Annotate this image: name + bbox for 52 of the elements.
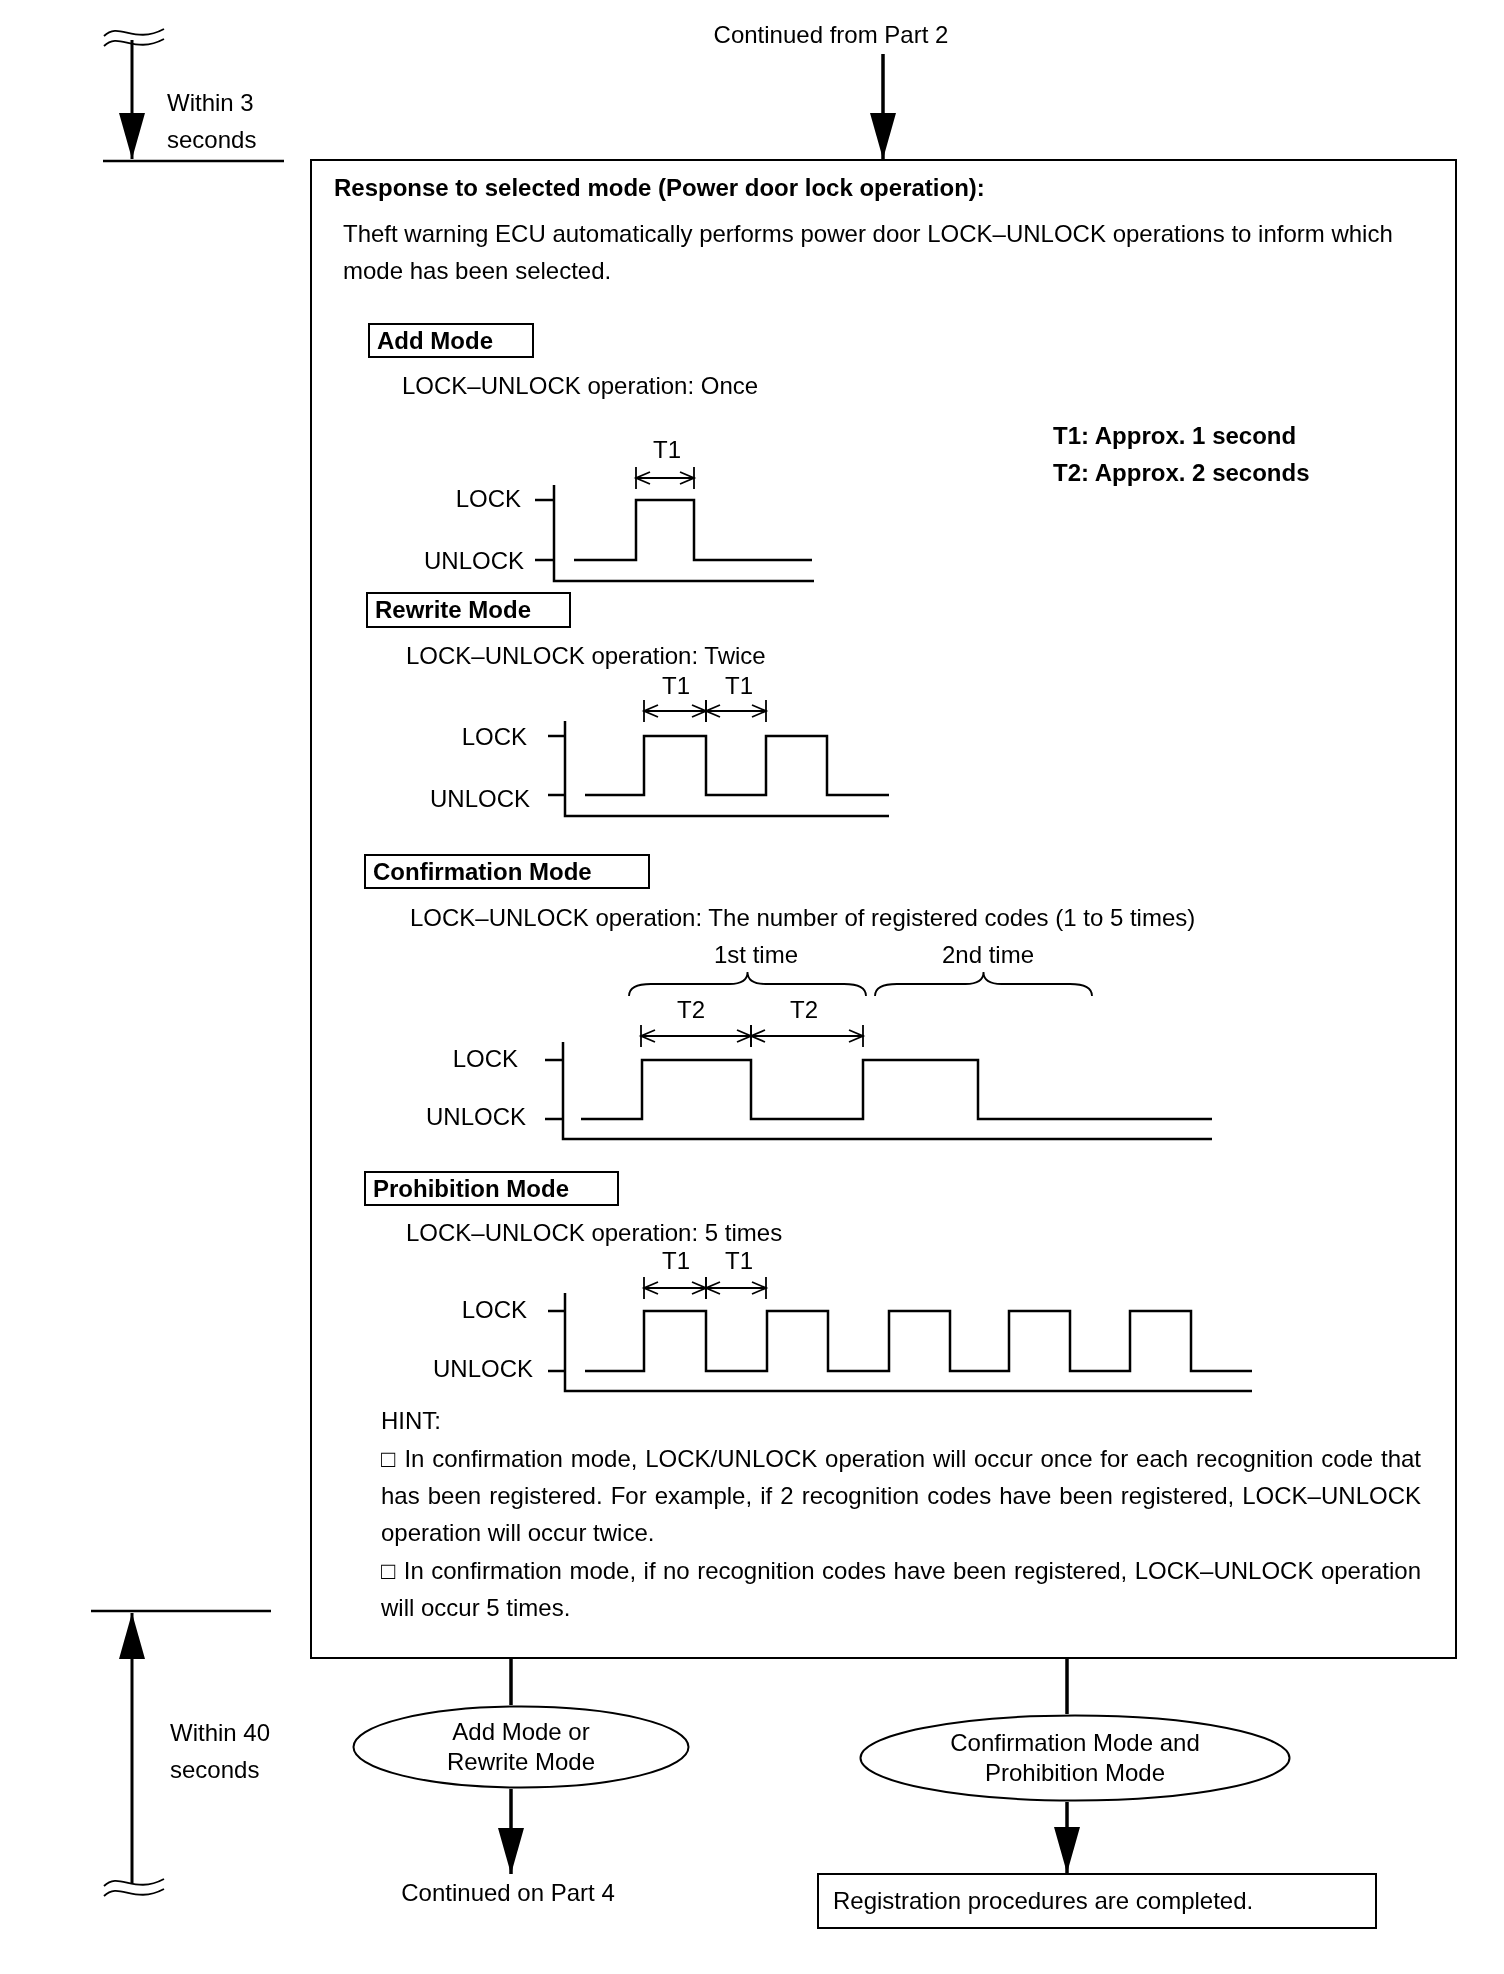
timing-label: T1 — [662, 1246, 690, 1276]
oval-node — [352, 1705, 690, 1789]
cycle-label: 1st time — [714, 939, 798, 970]
operation-text: LOCK–UNLOCK operation: The number of registered codes (1 to 5 times) — [410, 903, 1196, 933]
timing-label: T1 — [662, 670, 690, 701]
signal-level-label: LOCK — [461, 721, 527, 752]
duration-label: Within 40 seconds — [170, 1718, 272, 1785]
mode-box — [366, 592, 571, 628]
process-box — [817, 1873, 1377, 1929]
connector-line — [509, 1659, 513, 1705]
mode-title: Add Mode — [377, 326, 493, 355]
arrow — [1054, 1802, 1080, 1873]
connector-line — [1065, 1659, 1069, 1714]
timing-label: T2 — [790, 994, 818, 1025]
timing-label: T1 — [653, 434, 681, 465]
arrow — [498, 1789, 524, 1874]
mode-title: Rewrite Mode — [375, 596, 532, 624]
signal-level-label: LOCK — [461, 1294, 527, 1325]
cycle-label: 2nd time — [941, 939, 1035, 970]
hint-text: □ In confirmation mode, if no recognition codes have been registered, LOCK–UNLOCK operation will occur 5 times. — [381, 1556, 1421, 1623]
process-box — [310, 159, 1457, 1659]
timing-label: T2 — [677, 994, 705, 1025]
mode-title: Confirmation Mode — [373, 857, 592, 886]
section-heading: Response to selected mode (Power door lock operation): — [334, 173, 986, 203]
box-text: Registration procedures are completed. — [833, 1887, 1254, 1915]
timing-label: T1 — [725, 1245, 753, 1276]
operation-text: LOCK–UNLOCK operation: Once — [402, 371, 759, 401]
timing-label: T1 — [725, 670, 753, 701]
mode-box — [364, 854, 650, 889]
signal-level-label: LOCK — [455, 483, 521, 514]
condition-text: Add Mode or Rewrite Mode — [445, 1717, 597, 1777]
hint-heading: HINT: — [381, 1405, 441, 1436]
duration-label: Within 3 seconds — [167, 88, 258, 155]
signal-level-label: UNLOCK — [425, 1101, 526, 1132]
condition-text: Confirmation Mode and Prohibition Mode — [949, 1728, 1201, 1788]
description-text: Theft warning ECU automatically performs power door LOCK–UNLOCK operations to inform which mode has been selected. — [343, 219, 1394, 286]
legend-note: T1: Approx. 1 second — [1053, 420, 1297, 451]
arrow — [870, 54, 896, 159]
mode-title: Prohibition Mode — [373, 1174, 569, 1203]
signal-level-label: UNLOCK — [429, 783, 530, 814]
mode-box — [364, 1171, 619, 1206]
mode-box — [368, 323, 534, 358]
hint-text: □ In confirmation mode, LOCK/UNLOCK operation will occur once for each recognition code that has been registered. For example, if 2 recognition codes have been registered, LOCK–UNLOCK operation will occur twice. — [381, 1444, 1421, 1548]
continuation-text: Continued from Part 2 — [686, 16, 976, 54]
signal-level-label: UNLOCK — [432, 1353, 533, 1384]
signal-level-label: LOCK — [452, 1043, 518, 1074]
oval-node — [859, 1714, 1291, 1802]
continuation-text: Continued on Part 4 — [376, 1874, 640, 1912]
signal-level-label: UNLOCK — [423, 545, 524, 576]
operation-text: LOCK–UNLOCK operation: Twice — [406, 641, 766, 671]
legend-note: T2: Approx. 2 seconds — [1053, 457, 1310, 488]
operation-text: LOCK–UNLOCK operation: 5 times — [406, 1218, 783, 1248]
